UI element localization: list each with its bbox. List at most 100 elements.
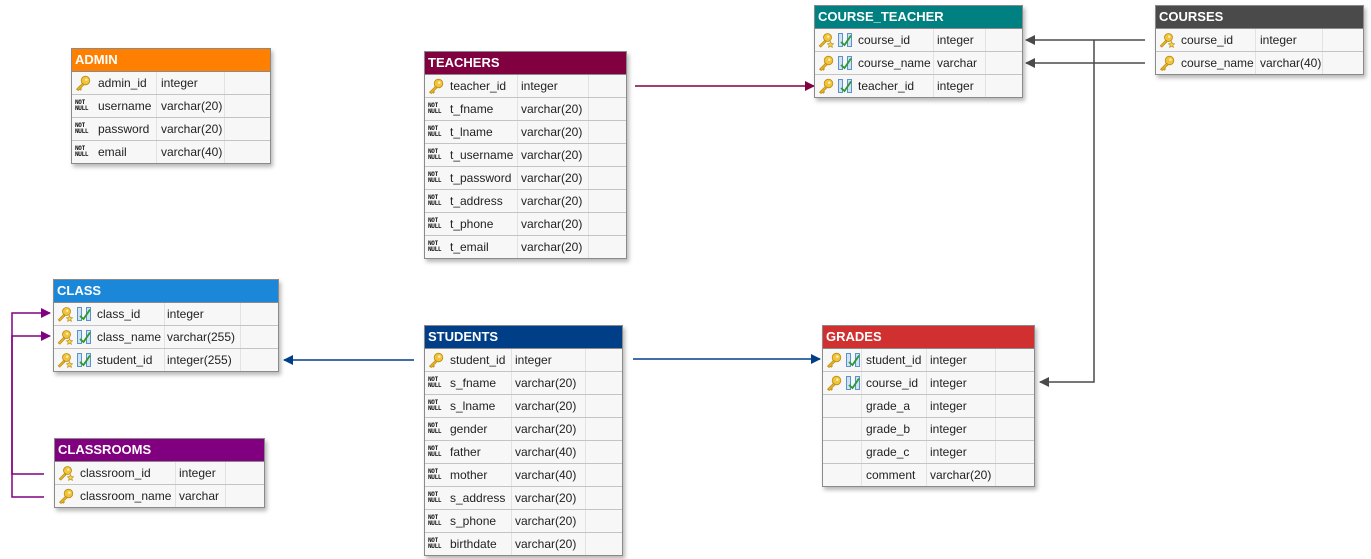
- grid-divider: [995, 372, 996, 394]
- grid-divider: [156, 141, 157, 163]
- not-null-label-bottom: NULL: [428, 405, 442, 412]
- grid-divider: [861, 441, 862, 463]
- grid-divider: [926, 418, 927, 440]
- table-title-course-teacher: COURSE_TEACHER: [815, 6, 1022, 29]
- column-type: integer: [1260, 33, 1297, 47]
- not-null-label-top: NOT: [428, 514, 438, 521]
- not-null-label-bottom: NULL: [75, 151, 89, 158]
- not-null-label-top: NOT: [75, 145, 85, 152]
- not-null-label-bottom: NULL: [428, 108, 442, 115]
- grid-divider: [588, 121, 589, 143]
- grid-divider: [511, 487, 512, 509]
- column-type: integer: [930, 445, 967, 459]
- grid-divider: [585, 349, 586, 371]
- column-type: varchar(20): [521, 194, 583, 208]
- grid-divider: [240, 326, 241, 348]
- unique-key-icon: [818, 32, 835, 49]
- grid-divider: [861, 372, 862, 394]
- not-null-label-top: NOT: [428, 537, 438, 544]
- not-null-label-bottom: NULL: [428, 474, 442, 481]
- column-type: varchar(20): [515, 399, 577, 413]
- grid-divider: [511, 510, 512, 532]
- column-name: t_email: [450, 240, 489, 254]
- grid-divider: [517, 236, 518, 258]
- column-row-grade-c[interactable]: grade_c integer: [823, 441, 1034, 464]
- grid-divider: [995, 464, 996, 486]
- grid-divider: [511, 349, 512, 371]
- index-icon: [76, 306, 92, 322]
- grid-divider: [585, 372, 586, 394]
- grid-divider: [985, 29, 986, 51]
- column-name: classroom_id: [80, 466, 151, 480]
- grid-divider: [517, 75, 518, 97]
- column-name: mother: [450, 468, 488, 482]
- grid-divider: [588, 213, 589, 235]
- column-name: s_address: [450, 491, 506, 505]
- index-icon: [837, 55, 853, 71]
- column-type: integer: [179, 466, 216, 480]
- table-title-teachers: TEACHERS: [425, 52, 626, 75]
- grid-divider: [1255, 52, 1256, 74]
- grid-divider: [225, 485, 226, 507]
- column-type: integer: [161, 76, 198, 90]
- column-name: grade_c: [866, 445, 910, 459]
- grid-divider: [164, 326, 165, 348]
- primary-key-icon: [826, 352, 842, 368]
- index-icon: [837, 32, 853, 48]
- grid-divider: [156, 95, 157, 117]
- not-null-label-bottom: NULL: [75, 105, 89, 112]
- column-row-classroom-id[interactable]: classroom_id integer: [55, 462, 264, 485]
- column-type: integer: [930, 353, 967, 367]
